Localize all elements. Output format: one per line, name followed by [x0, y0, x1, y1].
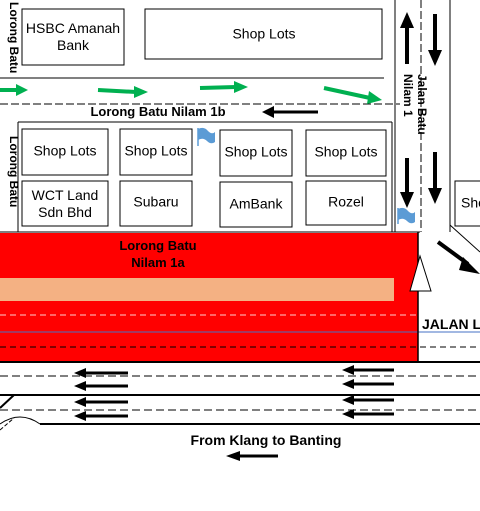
block-wct: WCT Land Sdn Bhd	[21, 180, 109, 227]
label-nilam-1b: Lorong Batu Nilam 1b	[90, 104, 225, 119]
arrow-left-icon	[342, 395, 394, 405]
label-shop-top: Shop Lots	[232, 26, 295, 42]
arrow-down-icon	[428, 152, 442, 204]
block-shop-partial: Shop Lots	[454, 180, 480, 227]
label-shop-3: Shop Lots	[224, 144, 287, 160]
label-shop-1: Shop Lots	[33, 143, 96, 159]
arrow-left-icon	[342, 365, 394, 375]
block-shop-4: Shop Lots	[305, 129, 387, 177]
green-arrow-icon	[323, 86, 382, 104]
arrow-diagonal-icon	[436, 240, 480, 274]
green-arrow-icon	[0, 84, 28, 96]
label-jalan-batu-nilam-1-wrap: Jalan Batu Nilam 1	[401, 74, 429, 135]
arrow-left-icon	[342, 409, 394, 419]
block-ambank: AmBank	[219, 181, 293, 228]
arrow-left-icon	[74, 381, 128, 391]
label-lorong-batu-left-mid: Lorong Batu	[7, 136, 21, 207]
label-wct: WCT Land Sdn Bhd	[31, 186, 99, 220]
label-lorong-batu-left-top: Lorong Batu	[7, 2, 21, 73]
arrow-left-icon	[226, 451, 278, 461]
tan-strip	[0, 278, 394, 301]
block-shop-2: Shop Lots	[119, 128, 193, 176]
label-ambank: AmBank	[230, 196, 284, 212]
flag-icon	[197, 127, 215, 146]
arrow-left-icon	[342, 379, 394, 389]
label-shop-4: Shop Lots	[314, 144, 377, 160]
label-rozel: Rozel	[328, 194, 364, 210]
block-shop-top: Shop Lots	[144, 8, 383, 60]
block-rozel: Rozel	[305, 180, 387, 226]
green-arrows	[0, 81, 382, 104]
label-nilam-1a: Lorong Batu Nilam 1a	[119, 238, 197, 270]
block-shop-3: Shop Lots	[219, 129, 293, 177]
black-arrows	[74, 12, 480, 461]
flag-icon	[397, 207, 415, 224]
green-arrow-icon	[199, 81, 248, 93]
label-subaru: Subaru	[133, 194, 178, 210]
label-shop-partial: Shop Lots	[461, 195, 480, 211]
triangle-marker-icon	[409, 254, 432, 292]
arrow-left-icon	[74, 368, 128, 378]
arrow-down-icon	[428, 14, 442, 66]
arrow-left-icon	[262, 106, 318, 118]
block-shop-1: Shop Lots	[21, 128, 109, 176]
label-jalan-l: JALAN L	[422, 316, 480, 332]
label-jalan-batu-nilam-1: Jalan Batu Nilam 1	[401, 74, 429, 135]
label-from-klang: From Klang to Banting	[191, 432, 342, 448]
arrow-down-icon	[400, 158, 414, 208]
block-subaru: Subaru	[119, 180, 193, 227]
arrow-up-icon	[400, 12, 414, 64]
block-hsbc: HSBC Amanah Bank	[21, 8, 125, 66]
arrow-left-icon	[74, 397, 128, 407]
label-shop-2: Shop Lots	[124, 143, 187, 159]
arrow-left-icon	[74, 411, 128, 421]
green-arrow-icon	[97, 86, 148, 98]
label-hsbc: HSBC Amanah Bank	[25, 20, 121, 53]
